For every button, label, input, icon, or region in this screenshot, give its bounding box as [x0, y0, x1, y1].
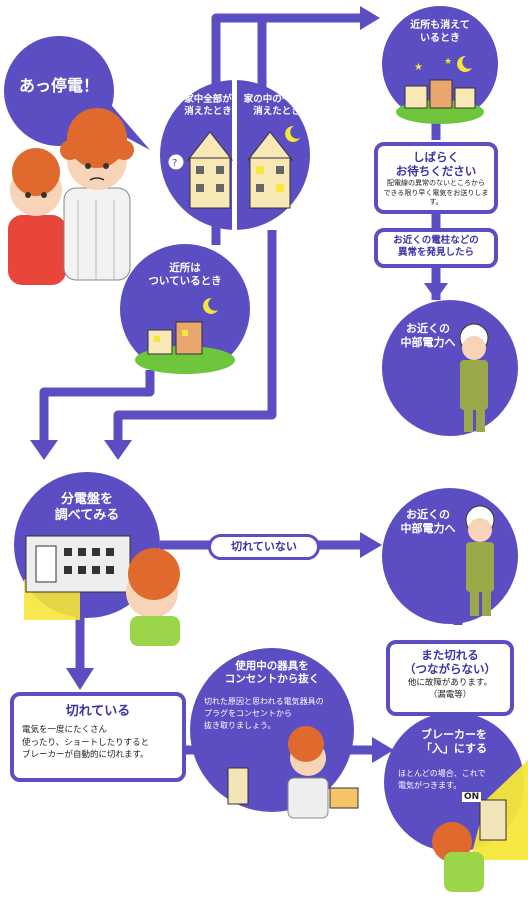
- tripped-again-body: 他に故障があります。 （漏電等）: [407, 677, 493, 701]
- chubu-contact-node-2: [382, 488, 518, 624]
- house-divider: [232, 80, 237, 230]
- unplug-body: 切れた原因と思われる電気器具の プラグをコンセントから 抜き取りましょう。: [204, 697, 324, 730]
- chubu-contact-label-1: お近くの 中部電力へ: [400, 322, 456, 349]
- tripped-again-box: また切れる （つながらない） 他に故障があります。 （漏電等）: [386, 640, 514, 716]
- neighbors-on-label: 近所は ついているとき: [148, 262, 222, 288]
- please-wait-body: 配電線の異常のないところから できる限り早く電気をお送りします。: [383, 178, 489, 207]
- chubu-contact-label-2: お近くの 中部電力へ: [400, 508, 456, 535]
- chubu-contact-node-1: [382, 300, 518, 436]
- whole-house-off-label: 家中全部が 消えたとき: [184, 94, 232, 117]
- svg-text:★: ★: [444, 57, 452, 67]
- tripped-box: 切れている 電気を一度にたくさん 使ったり、ショートしたりすると ブレーカーが自…: [10, 692, 186, 782]
- svg-text:★: ★: [414, 62, 423, 73]
- speech-text: あっ停電！: [18, 76, 99, 95]
- svg-text:?: ?: [172, 158, 177, 169]
- breaker-on-title: ブレーカーを 「入」にする: [420, 728, 488, 755]
- part-house-off-label: 家の中の一部が 消えたとき: [243, 94, 311, 117]
- please-wait-box: しばらく お待ちください 配電線の異常のないところから できる限り早く電気をお送…: [374, 142, 498, 214]
- check-panel-label: 分電盤を 調べてみる: [54, 492, 120, 524]
- unplug-title: 使用中の器具を コンセントから抜く: [224, 660, 320, 686]
- tripped-title: 切れている: [65, 704, 131, 719]
- on-label: ON: [462, 792, 482, 802]
- pole-issue-box: お近くの電柱などの 異常を発見したら: [374, 228, 498, 268]
- breaker-on-body: ほとんどの場合、これで 電気がつきます。: [398, 769, 486, 790]
- neighbors-off-label: 近所も消えて いるとき: [410, 20, 470, 44]
- tripped-body: 電気を一度にたくさん 使ったり、ショートしたりすると ブレーカーが自動的に切れま…: [22, 725, 150, 760]
- tripped-again-title: また切れる （つながらない）: [404, 648, 496, 677]
- please-wait-title: しばらく お待ちください: [395, 150, 477, 179]
- pole-issue-text: お近くの電柱などの 異常を発見したら: [393, 235, 479, 258]
- not-tripped-label: 切れていない: [208, 534, 320, 560]
